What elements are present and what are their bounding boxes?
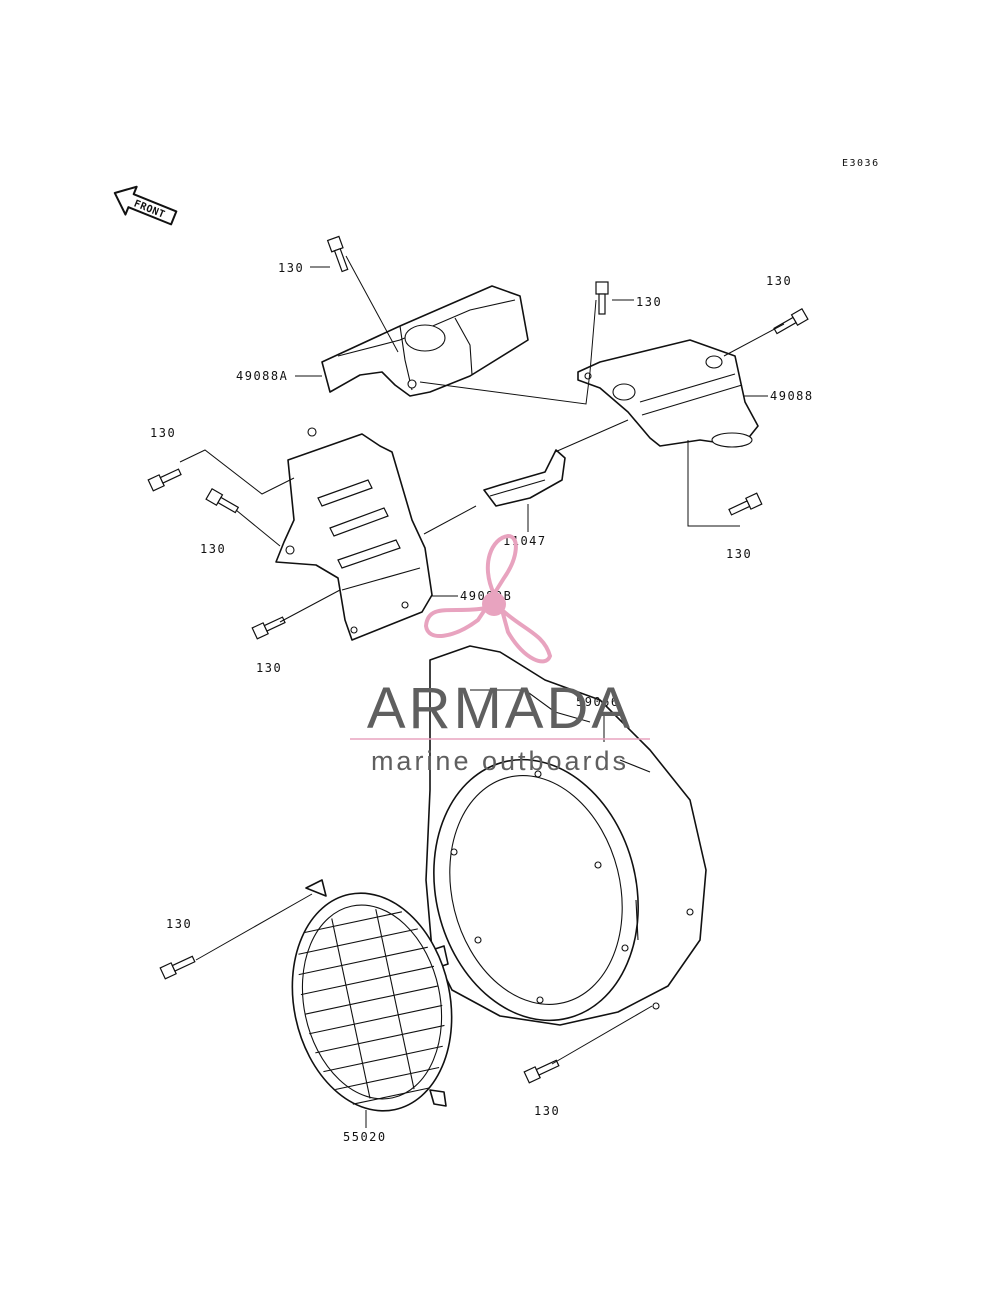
diagram-code: E3036 [842,158,880,169]
bolt-top-left [326,235,349,273]
label-cover-49088a: 49088A [236,369,288,383]
bolt-left-mid [205,487,240,514]
bolt-housing [523,1059,560,1084]
bolt-top-right [773,307,809,335]
cover-49088a [321,285,529,397]
label-bolt-housing: 130 [534,1104,560,1118]
bolt-right-lower [728,492,763,516]
front-arrow: FRONT [113,185,178,226]
label-bolt-left-lower: 130 [256,661,282,675]
label-fan-housing-59066: 59066 [576,695,620,709]
cover-49089b [275,427,433,641]
bolt-left-lower [251,616,286,640]
label-bolt-top-left: 130 [278,261,304,275]
label-grille-55020: 55020 [343,1130,387,1144]
fan-housing-59066 [425,645,707,1026]
label-cover-49088: 49088 [770,389,814,403]
grille-slots [298,909,445,1105]
label-bolt-top-right: 130 [766,274,792,288]
leader-lines [179,255,785,1128]
grille-55020 [291,879,453,1112]
bolt-top-mid [595,281,609,315]
cover-49088 [577,339,759,448]
label-bolt-left-upper: 130 [150,426,176,440]
label-bolt-left-mid: 130 [200,542,226,556]
watermark-tagline: marine outboards [371,746,629,776]
label-bolt-grille: 130 [166,917,192,931]
watermark-brand: ARMADA [367,676,633,741]
label-bolt-top-mid: 130 [636,295,662,309]
bolt-grille [159,955,196,980]
propeller-logo [423,533,553,664]
label-bolt-right-lower: 130 [726,547,752,561]
armada-watermark: ARMADA marine outboards [350,533,650,776]
bolt-left-upper [147,468,182,492]
bracket-11047 [483,449,566,507]
